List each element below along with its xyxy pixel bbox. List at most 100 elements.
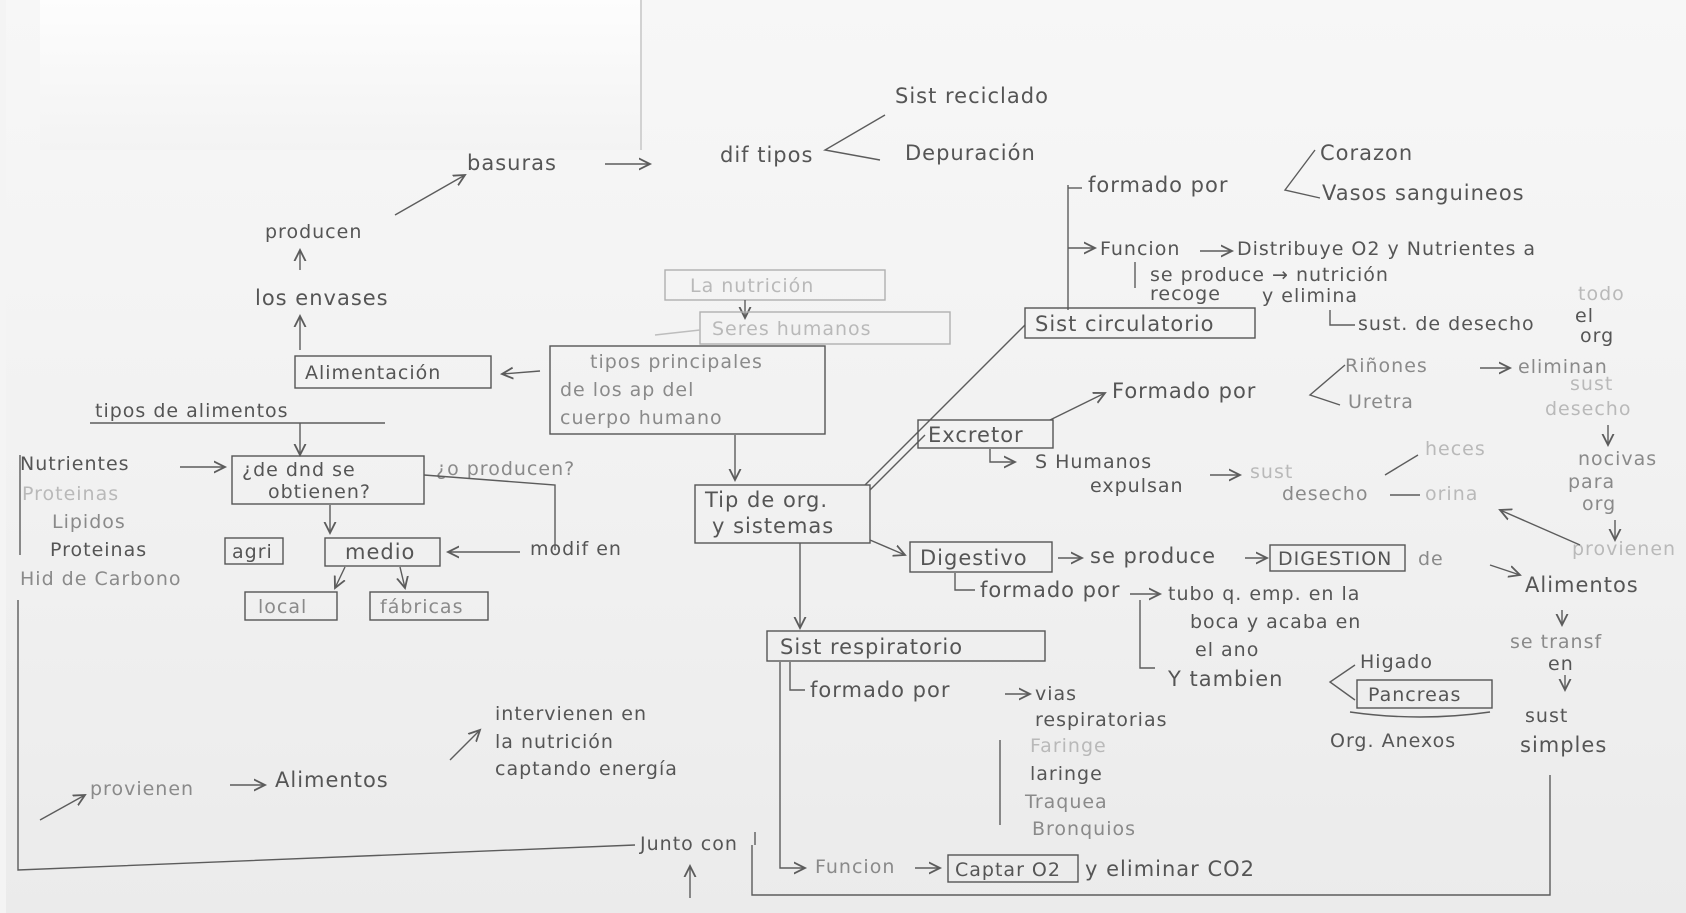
excretor-bracket xyxy=(1308,364,1346,406)
de-donde-line2: obtienen? xyxy=(268,481,371,503)
excretor-sub-arrow xyxy=(989,449,1015,462)
intervienen-line1: intervienen en xyxy=(495,703,647,725)
heces-label: heces xyxy=(1425,438,1486,460)
agri-label: agri xyxy=(232,541,273,563)
tubo-line3: el ano xyxy=(1195,639,1259,661)
vasos-label: Vasos sanguineos xyxy=(1322,181,1525,205)
depuracion-label: Depuración xyxy=(905,141,1036,165)
digestion-label: DIGESTION xyxy=(1278,548,1392,570)
de-donde-line1: ¿de dnd se xyxy=(242,459,356,481)
sist-respiratorio-label: Sist respiratorio xyxy=(780,635,963,659)
proteinas-label: Proteinas xyxy=(50,539,147,561)
faringe-label: Faringe xyxy=(1030,735,1107,757)
sust-simples-line2: simples xyxy=(1520,733,1607,757)
left-loop-line xyxy=(17,600,636,871)
excretor-formado-por: Formado por xyxy=(1112,379,1256,403)
nocivas-line3: org xyxy=(1582,493,1616,515)
link-tiporg-excretor xyxy=(869,434,926,491)
desecho-fork xyxy=(1384,454,1420,496)
vias-line1: vias xyxy=(1035,683,1077,705)
basuras-label: basuras xyxy=(467,151,557,175)
nocivas-line1: nocivas xyxy=(1578,448,1657,470)
circ-bracket xyxy=(1283,149,1321,199)
arrow-provienen-orina xyxy=(1500,510,1581,546)
uretra-label: Uretra xyxy=(1348,391,1414,413)
medio-box xyxy=(324,537,441,567)
tubo-line1: tubo q. emp. en la xyxy=(1168,583,1360,605)
nutrientes-label: Nutrientes xyxy=(20,453,130,475)
hidratos-label: Hid de Carbono xyxy=(20,568,182,590)
de-donde-box xyxy=(231,455,425,505)
dif-tipos-label: dif tipos xyxy=(720,143,813,167)
sust-r-line2: desecho xyxy=(1545,398,1631,420)
seres-humanos-connector xyxy=(654,329,701,336)
tip-de-org-box xyxy=(694,484,871,544)
excretor-label: Excretor xyxy=(928,423,1024,447)
circ-funcion-label: Funcion xyxy=(1100,238,1180,260)
fabricas-box xyxy=(369,591,489,621)
digestivo-box xyxy=(909,541,1053,573)
producen-label: producen xyxy=(265,221,362,243)
seres-humanos-box xyxy=(699,311,951,345)
eliminan-label: eliminan xyxy=(1518,356,1608,378)
sist-reciclado-label: Sist reciclado xyxy=(895,84,1049,108)
link-tiporg-digestivo xyxy=(869,539,905,555)
local-label: local xyxy=(258,596,307,618)
todo-org-line2: el xyxy=(1575,305,1594,327)
sust-desecho-label: sust. de desecho xyxy=(1358,313,1535,335)
los-envases-label: los envases xyxy=(255,286,389,310)
local-box xyxy=(244,591,338,621)
modif-en-label: modif en xyxy=(530,538,622,560)
y-elimina-label: y elimina xyxy=(1262,285,1358,307)
resp-funcion-label: Funcion xyxy=(815,856,895,878)
anexos-brace xyxy=(1349,711,1491,718)
alimentos-r-label: Alimentos xyxy=(1525,573,1639,597)
org-anexos-label: Org. Anexos xyxy=(1330,730,1456,752)
traquea-label: Traquea xyxy=(1024,791,1108,813)
y-eliminar-label: y eliminar CO2 xyxy=(1085,857,1255,881)
link-tiporg-circulatorio xyxy=(864,324,1026,486)
higado-label: Higado xyxy=(1360,651,1433,673)
pancreas-label: Pancreas xyxy=(1368,684,1461,706)
corazon-label: Corazon xyxy=(1320,141,1413,165)
seres-humanos-label: Seres humanos xyxy=(712,318,872,340)
de-label: de xyxy=(1418,548,1444,570)
y-tambien-label: Y tambien xyxy=(1167,667,1283,691)
dif-tipos-bracket xyxy=(823,114,886,161)
tipos-alimentos-label: tipos de alimentos xyxy=(95,400,289,422)
intervienen-line3: captando energía xyxy=(495,758,678,780)
sust-e-line1: sust xyxy=(1250,461,1293,483)
todo-org-line3: org xyxy=(1580,325,1614,347)
digestivo-formado-por: formado por xyxy=(980,578,1121,602)
sust-simples-line1: sust xyxy=(1525,705,1568,727)
s-humanos-line1: S Humanos xyxy=(1035,451,1152,473)
captar-o2-label: Captar O2 xyxy=(955,859,1061,881)
junto-con-label: Junto con xyxy=(639,833,738,855)
agri-box xyxy=(224,537,284,565)
provienen-label: provienen xyxy=(1572,538,1676,560)
captar-o2-box xyxy=(947,854,1079,883)
s-humanos-line2: expulsan xyxy=(1090,475,1184,497)
sist-respiratorio-box xyxy=(766,630,1046,662)
la-nutricion-label: La nutrición xyxy=(690,275,814,297)
todo-org-line1: todo xyxy=(1578,283,1625,305)
tip-de-org-line2: y sistemas xyxy=(712,514,834,538)
bottom-loop-line xyxy=(751,775,1551,896)
proteinas-faint-label: Proteinas xyxy=(22,483,119,505)
en-label: en xyxy=(1548,653,1574,675)
circ-desecho-connector xyxy=(1329,310,1355,326)
tipos-principales-line1: tipos principales xyxy=(590,351,763,373)
digestivo-label: Digestivo xyxy=(920,546,1028,570)
tubo-line2: boca y acaba en xyxy=(1190,611,1361,633)
sust-e-line2: desecho xyxy=(1282,483,1368,505)
sust-r-line1: sust xyxy=(1570,373,1613,395)
se-produce-label: se produce xyxy=(1090,544,1216,568)
la-nutricion-box xyxy=(664,269,886,301)
excretor-box xyxy=(917,419,1054,449)
digestivo-ytambien-line xyxy=(1139,600,1155,669)
como-producen-label: ¿o producen? xyxy=(436,458,575,480)
arrow-excretor-formado xyxy=(1049,393,1105,421)
bronquios-label: Bronquios xyxy=(1032,818,1136,840)
digestivo-sub-connector xyxy=(954,573,975,591)
